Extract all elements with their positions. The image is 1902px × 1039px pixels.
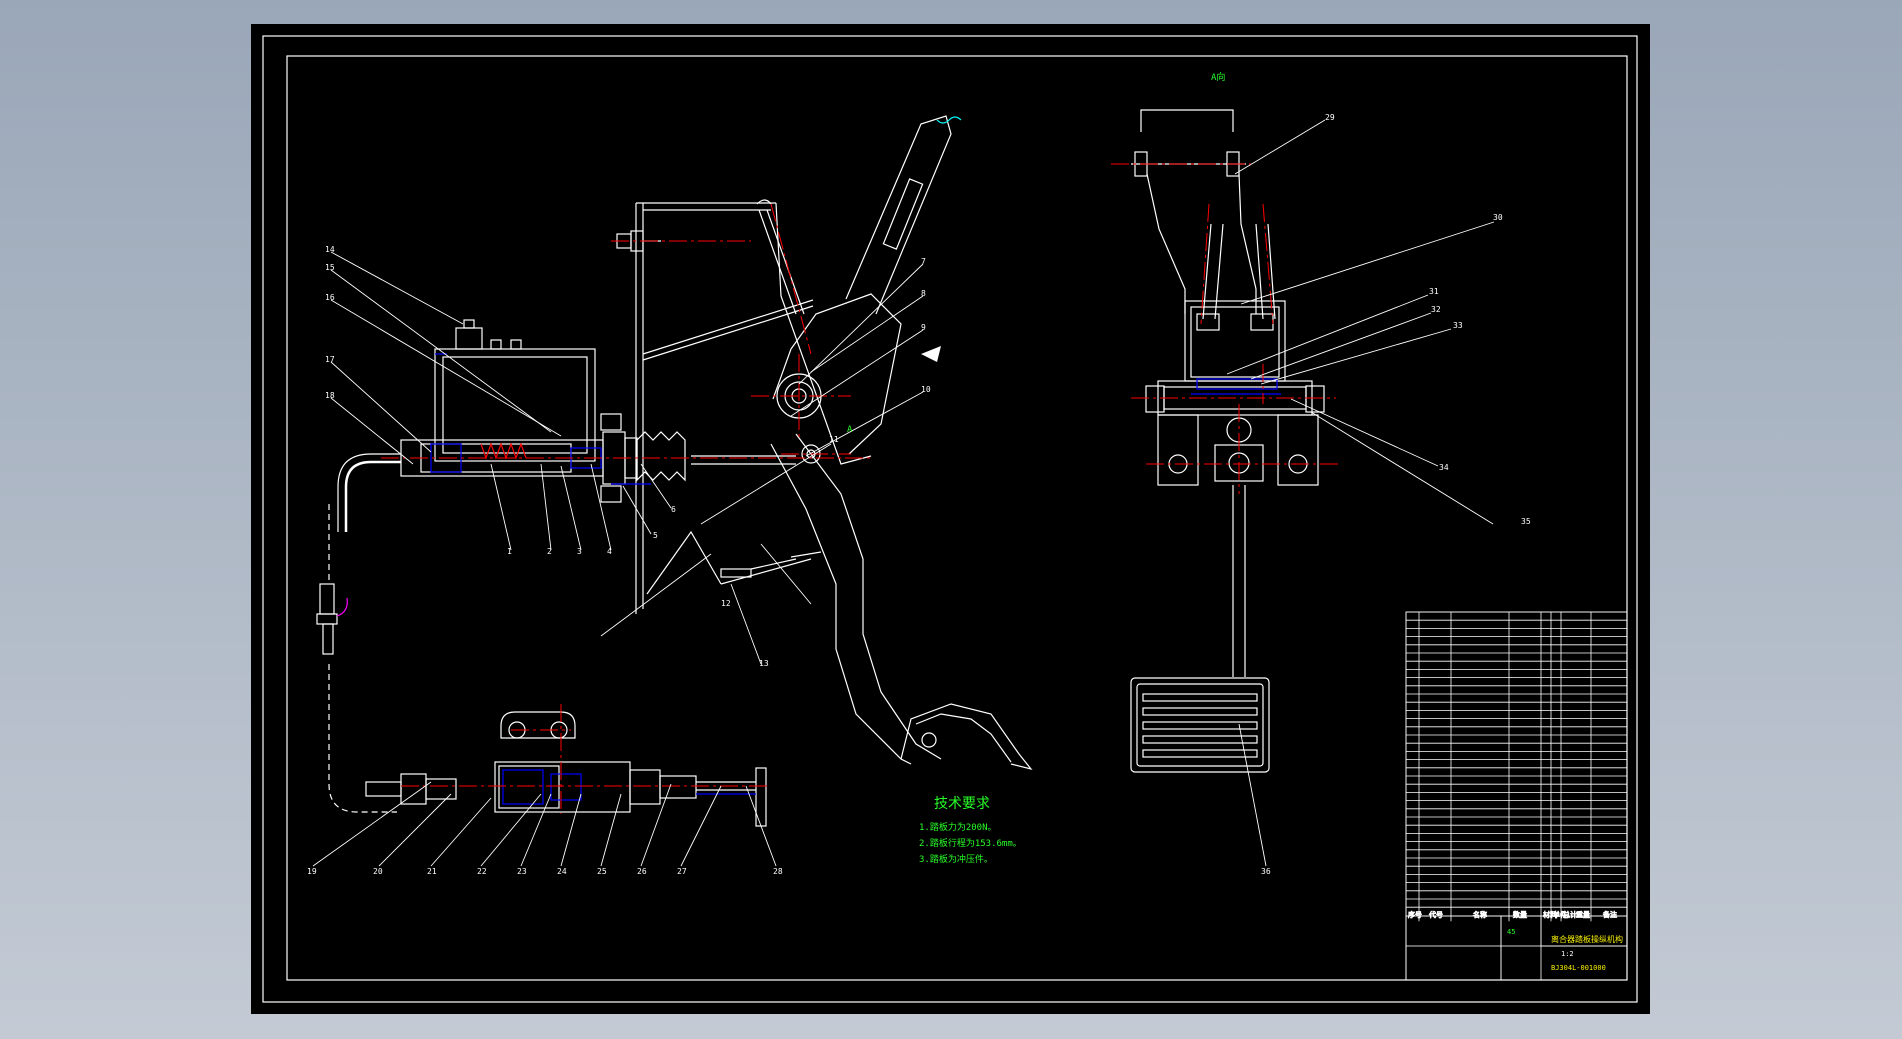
bom-header-8: 备注 bbox=[1603, 910, 1617, 919]
inner-frame bbox=[286, 55, 1628, 981]
bom-header-2: 名称 bbox=[1473, 910, 1487, 919]
requirements-title: 技术要求 bbox=[934, 796, 990, 812]
pedal-assembly-main-view bbox=[616, 115, 1033, 771]
leader-lines bbox=[312, 119, 1495, 867]
bom-header-7: 重量 bbox=[1576, 911, 1590, 919]
technical-requirements: 技术要求 1.踏板力为200N。 2.踏板行程为153.6mm。 3.踏板为冲压… bbox=[919, 796, 1022, 865]
balloon-bottom-8: 27 bbox=[677, 867, 687, 876]
balloon-right-1: 30 bbox=[1493, 213, 1503, 222]
view-arrow-label: A bbox=[847, 425, 853, 435]
bom-header-6: 总计 bbox=[1563, 910, 1577, 919]
balloon-left-15: 11 bbox=[829, 435, 839, 444]
title-block: 序号代号 名称 数量 材料单件总计重量 备注 bbox=[1405, 611, 1628, 981]
pedal-assembly-side-view bbox=[1130, 109, 1325, 773]
master-cylinder bbox=[337, 319, 686, 532]
balloon-left-16: 12 bbox=[721, 599, 731, 608]
cad-drawing: A A向 14151617181234567891011121319202122… bbox=[262, 35, 1638, 1003]
bom-header-5: 单件 bbox=[1553, 910, 1567, 919]
drawing-number: BJ304L-001000 bbox=[1551, 964, 1606, 972]
balloon-left-8: 4 bbox=[607, 547, 612, 556]
requirement-2: 2.踏板行程为153.6mm。 bbox=[919, 837, 1022, 849]
outer-frame bbox=[262, 35, 1638, 1003]
balloon-bottom-9: 28 bbox=[773, 867, 783, 876]
center-lines bbox=[381, 163, 1341, 814]
requirement-3: 3.踏板为冲压件。 bbox=[919, 853, 993, 865]
balloon-left-14: 10 bbox=[921, 385, 931, 394]
requirement-1: 1.踏板力为200N。 bbox=[919, 821, 997, 833]
balloon-bottom-4: 23 bbox=[517, 867, 527, 876]
balloon-left-9: 5 bbox=[653, 531, 658, 540]
title-block-scale: 1:2 bbox=[1561, 950, 1574, 958]
slave-cylinder bbox=[365, 711, 767, 827]
balloon-bottom-7: 26 bbox=[637, 867, 647, 876]
balloon-right-5: 34 bbox=[1439, 463, 1449, 472]
balloon-left-3: 17 bbox=[325, 355, 335, 364]
balloon-right-3: 32 bbox=[1431, 305, 1441, 314]
balloon-left-6: 2 bbox=[547, 547, 552, 556]
balloon-bottom-5: 24 bbox=[557, 867, 567, 876]
balloon-bottom-1: 20 bbox=[373, 867, 383, 876]
balloon-right-7: 36 bbox=[1261, 867, 1271, 876]
view-a-label: A向 bbox=[1211, 71, 1225, 83]
balloon-bottom-6: 25 bbox=[597, 867, 607, 876]
balloon-left-5: 1 bbox=[507, 547, 512, 556]
balloon-left-2: 16 bbox=[325, 293, 335, 302]
balloon-left-12: 8 bbox=[921, 289, 926, 298]
balloon-left-1: 15 bbox=[325, 263, 335, 272]
title-block-text: 离合器踏板操纵机构 BJ304L-001000 45 1:2 bbox=[1507, 928, 1623, 972]
bom-header-1: 代号 bbox=[1429, 910, 1443, 919]
slave-cylinder-hidden-lines bbox=[502, 769, 756, 805]
view-arrow-a: A bbox=[847, 346, 941, 435]
balloon-bottom-0: 19 bbox=[307, 867, 317, 876]
bom-header-3: 数量 bbox=[1513, 910, 1527, 919]
balloon-right-4: 33 bbox=[1453, 321, 1463, 330]
drawing-title: 离合器踏板操纵机构 bbox=[1551, 934, 1623, 944]
title-block-company: 45 bbox=[1507, 928, 1515, 936]
balloon-left-13: 9 bbox=[921, 323, 926, 332]
balloon-left-0: 14 bbox=[325, 245, 335, 254]
balloon-bottom-2: 21 bbox=[427, 867, 437, 876]
balloon-left-11: 7 bbox=[921, 257, 926, 266]
title-block-cell bbox=[1405, 915, 1502, 981]
balloon-left-10: 6 bbox=[671, 505, 676, 514]
title-block-cell bbox=[1405, 945, 1502, 981]
title-block-cell bbox=[1540, 945, 1628, 981]
balloon-right-6: 35 bbox=[1521, 517, 1531, 526]
bom-header-0: 序号 bbox=[1408, 910, 1422, 919]
hydraulic-line bbox=[316, 504, 397, 813]
balloon-bottom-3: 22 bbox=[477, 867, 487, 876]
balloon-left-4: 18 bbox=[325, 391, 335, 400]
balloon-right-2: 31 bbox=[1429, 287, 1439, 296]
balloon-right-0: 29 bbox=[1325, 113, 1335, 122]
balloon-left-17: 13 bbox=[759, 659, 769, 668]
balloon-left-7: 3 bbox=[577, 547, 582, 556]
bom-header-4: 材料 bbox=[1543, 910, 1557, 919]
side-view-hidden-lines bbox=[1191, 378, 1281, 395]
